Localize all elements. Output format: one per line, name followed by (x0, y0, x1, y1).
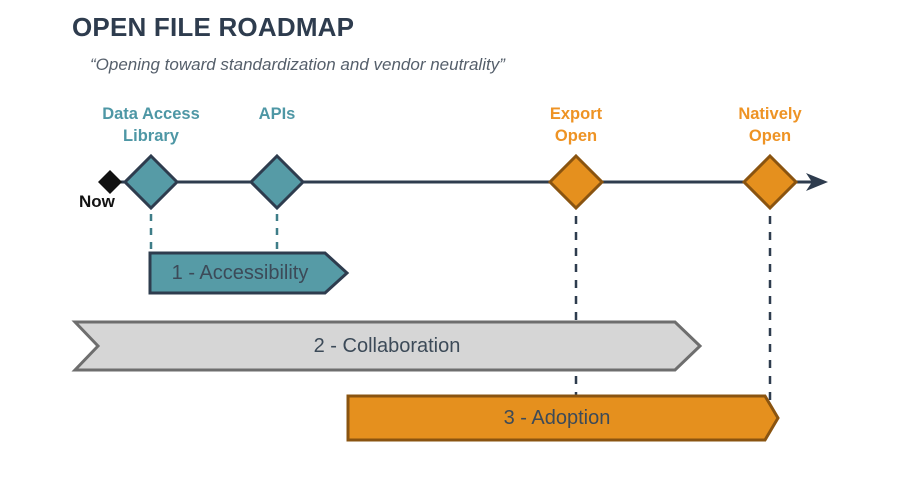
page-subtitle: “Opening toward standardization and vend… (90, 55, 505, 74)
page-title: OPEN FILE ROADMAP (72, 12, 355, 42)
milestone-diamond-export-open[interactable] (547, 153, 605, 211)
milestone-label-export-open: Export Open (549, 105, 603, 145)
phase-bar-accessibility[interactable] (148, 251, 350, 295)
phase-label-adoption: 3 - Adoption (503, 407, 611, 429)
milestone-label-apis: APIs (258, 105, 296, 123)
arrow-right-icon (806, 173, 828, 191)
milestone-label-natively-open: Natively Open (738, 105, 802, 145)
phase-bar-collaboration[interactable] (71, 320, 703, 372)
phase-label-collaboration: 2 - Collaboration (313, 335, 461, 357)
milestone-label-data-access-library: Data Access Library (102, 105, 200, 145)
milestone-diamond-apis[interactable] (248, 153, 306, 211)
milestone-diamond-data-access-library[interactable] (122, 153, 180, 211)
now-marker-diamond (98, 170, 122, 194)
phase-bar-adoption[interactable] (346, 394, 780, 442)
now-label: Now (79, 192, 115, 211)
milestone-diamond-natively-open[interactable] (741, 153, 799, 211)
phase-label-accessibility: 1 - Accessibility (171, 262, 309, 284)
